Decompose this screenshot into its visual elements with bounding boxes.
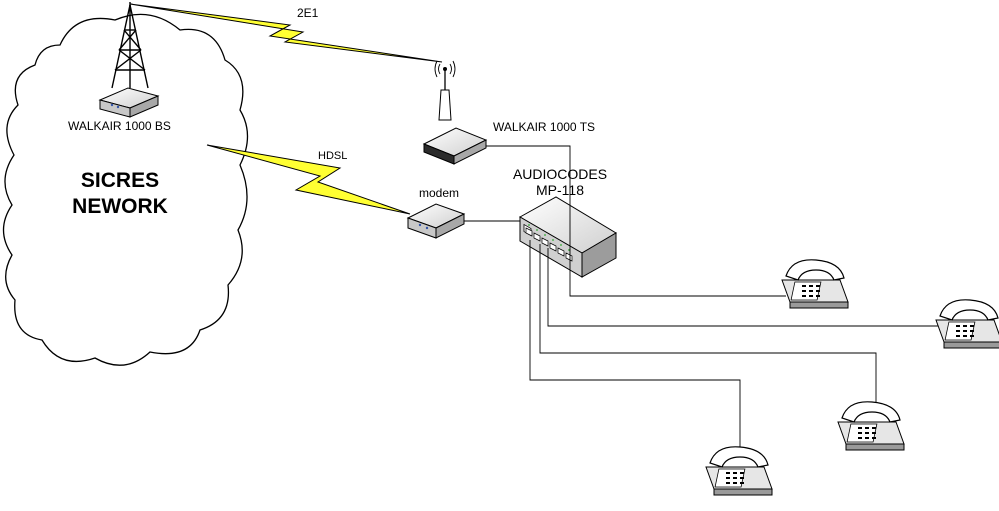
gateway-label-line-2: MP-118 (536, 182, 584, 198)
antenna-icon (434, 60, 456, 121)
network-title-line-1: SICRES (80, 169, 160, 192)
modem-device (406, 203, 466, 239)
telephone-icon (705, 446, 773, 496)
telephone-icon (781, 259, 849, 309)
radio-link-bolt (129, 3, 443, 63)
network-title-line-2: NEWORK (72, 195, 168, 218)
network-title: SICRES NEWORK (60, 168, 180, 220)
hdsl-link-label: HDSL (318, 150, 348, 162)
terminal-station-label: WALKAIR 1000 TS (493, 120, 596, 134)
telephone-icon (837, 401, 905, 451)
tower-icon (111, 2, 149, 89)
gateway-to-phone-2 (547, 248, 940, 327)
sicres-cloud (2, 13, 249, 366)
modem-label: modem (419, 186, 460, 200)
telephone-icon (935, 299, 999, 349)
ts-to-phone-1 (486, 145, 786, 297)
audiocodes-gateway (518, 196, 617, 278)
base-station-label: WALKAIR 1000 BS (68, 119, 171, 133)
radio-link-label: 2E1 (297, 6, 319, 20)
base-station-device (98, 87, 160, 118)
gateway-to-phone-3 (539, 244, 877, 410)
terminal-station-device (422, 127, 488, 165)
gateway-to-phone-4 (529, 240, 741, 452)
gateway-label-line-1: AUDIOCODES (512, 166, 608, 182)
connection-lines (464, 145, 940, 452)
gateway-label: AUDIOCODES MP-118 (500, 166, 620, 198)
hdsl-link-bolt (206, 144, 411, 215)
